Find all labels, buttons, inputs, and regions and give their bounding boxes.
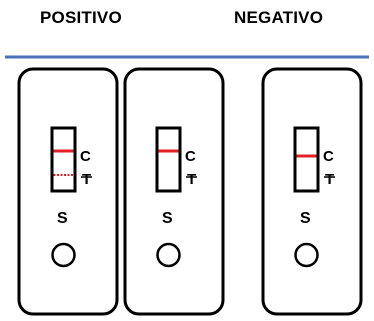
result-window — [155, 126, 182, 193]
sample-well — [294, 242, 319, 268]
control-label: C — [185, 148, 196, 165]
result-window — [293, 126, 320, 193]
positive-heading: POSITIVO — [40, 8, 122, 27]
control-label: C — [80, 148, 91, 165]
sample-label: S — [162, 210, 173, 227]
test-label: T — [325, 171, 334, 188]
test-label: T — [187, 171, 196, 188]
sample-label: S — [300, 210, 311, 227]
control-label: C — [323, 148, 334, 165]
sample-well — [51, 242, 76, 268]
sample-well — [156, 242, 181, 268]
sample-label: S — [57, 210, 68, 227]
cassette-positive-faint: C T S — [17, 67, 119, 316]
result-window — [50, 126, 77, 193]
negative-heading: NEGATIVO — [234, 8, 324, 27]
cassette-negative: C T S — [261, 67, 363, 316]
test-label: T — [82, 171, 91, 188]
cassette-positive-middle: C T S — [123, 67, 225, 316]
